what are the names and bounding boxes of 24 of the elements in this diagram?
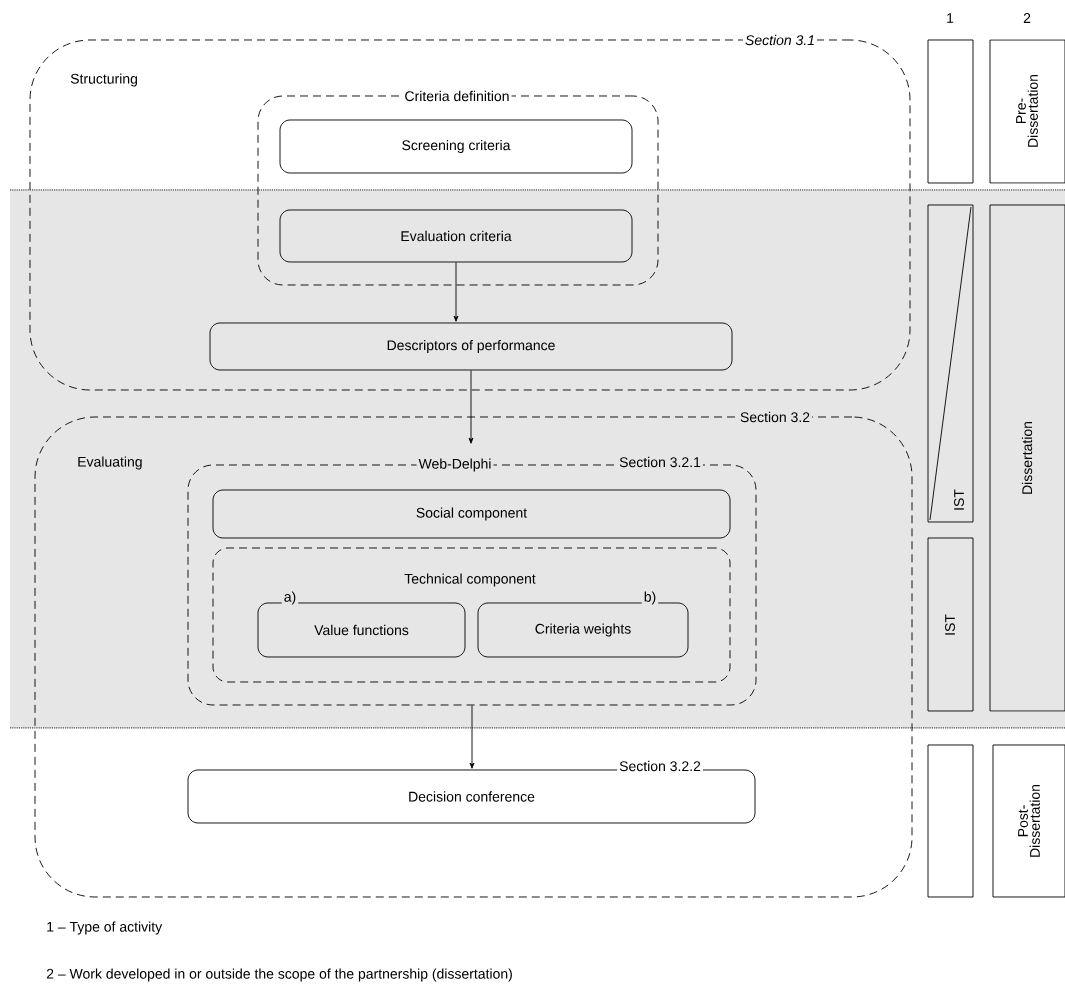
process-box: Descriptors of performance [209,322,733,371]
box-label: Technical component [404,573,536,587]
arrow [453,262,459,322]
box-label: Dissertation [1021,421,1033,494]
box-label: Section 3.1 [743,32,818,48]
footnote: 1 – Type of activity [47,921,163,935]
process-box: Screening criteria [279,119,633,174]
footnote: 2 – Work developed in or outside the scope of the partnership (dissertation) [46,968,512,982]
box-label: Web-Delphi [416,456,494,474]
arrow [468,370,474,444]
column-box [927,744,974,898]
column-number: 1 [947,13,954,23]
box-label: Pre-Dissertation [1016,74,1038,147]
box-label: IST [954,489,964,510]
process-box: Social component [212,489,731,539]
box-label: Evaluating [78,456,142,470]
box-label: Criteria definition [402,88,512,104]
column-number: 2 [1023,13,1031,23]
process-box: Evaluation criteria [279,209,633,263]
box-label: IST [945,614,955,635]
arrow [469,705,475,769]
box-label: Post-Dissertation [1018,784,1040,857]
column-box [927,39,974,184]
box-label: Structuring [70,73,137,87]
